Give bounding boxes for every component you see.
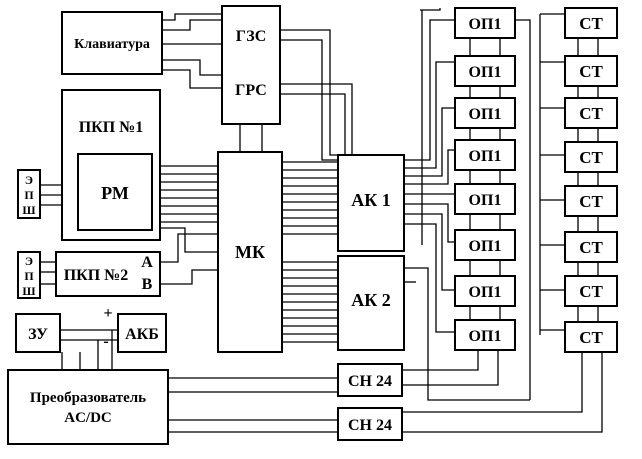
ep-bottom-letter-3: Ш [22, 284, 35, 298]
block-pkp2: ПКП №2 А В [55, 251, 161, 297]
block-gzs-grs: ГЗС ГРС [221, 5, 281, 125]
block-zu: ЗУ [15, 313, 61, 353]
sn24-bottom-label: СН 24 [348, 417, 392, 434]
block-ak1: АК 1 [337, 154, 405, 252]
st-box [564, 231, 618, 263]
converter-line-1: Преобразователь [30, 390, 146, 406]
akb-label: АКБ [125, 326, 159, 343]
block-akb: АКБ [117, 313, 167, 353]
ep-bottom-letter-1: Э [25, 254, 33, 268]
ak2-label: АК 2 [351, 290, 391, 310]
st-label: СТ [579, 14, 603, 33]
st-box [564, 275, 618, 307]
st-label: СТ [579, 148, 603, 167]
rm-label: РМ [101, 183, 129, 203]
gzs-label: ГЗС [236, 28, 267, 45]
st-label: СТ [579, 192, 603, 211]
pkp2-label: ПКП №2 [64, 267, 129, 284]
op-box [454, 183, 516, 215]
op-label: ОП1 [469, 148, 502, 165]
st-box [564, 7, 618, 39]
st-label: СТ [579, 104, 603, 123]
op-box [454, 55, 516, 87]
st-box [564, 321, 618, 353]
keyboard-label: Клавиатура [74, 37, 150, 52]
op-column: ОП1 ОП1 ОП1 ОП1 ОП1 ОП1 ОП1 ОП1 [454, 7, 516, 351]
op-box [454, 275, 516, 307]
sn24-top-label: СН 24 [348, 373, 392, 390]
op-label: ОП1 [469, 284, 502, 301]
st-box [564, 97, 618, 129]
st-box [564, 185, 618, 217]
grs-label: ГРС [235, 82, 267, 99]
ep-top-letter-1: Э [25, 173, 33, 187]
converter-line-2: AC/DC [64, 410, 112, 426]
st-column: СТ СТ СТ СТ СТ СТ СТ СТ [564, 7, 618, 353]
block-keyboard: Клавиатура [61, 11, 163, 75]
ep-top-letter-2: П [24, 188, 34, 202]
block-ep-bottom: Э П Ш [17, 251, 41, 299]
pkp2-b-label: В [142, 276, 153, 293]
op-label: ОП1 [469, 16, 502, 33]
st-label: СТ [579, 282, 603, 301]
block-ep-top: Э П Ш [17, 169, 41, 219]
plus-sign: + [103, 305, 112, 322]
block-sn24-bottom: СН 24 [337, 407, 403, 441]
st-label: СТ [579, 328, 603, 347]
block-sn24-top: СН 24 [337, 363, 403, 397]
op-box [454, 139, 516, 171]
block-mk: МК [217, 151, 283, 353]
mk-label: МК [235, 242, 265, 262]
pkp2-a-label: А [141, 254, 153, 271]
st-box [564, 55, 618, 87]
zu-label: ЗУ [28, 326, 48, 343]
minus-sign: - [103, 333, 108, 350]
block-converter: Преобразователь AC/DC [7, 369, 169, 445]
op-label: ОП1 [469, 64, 502, 81]
op-box [454, 97, 516, 129]
op-box [454, 7, 516, 39]
block-ak2: АК 2 [337, 255, 405, 351]
st-box [564, 141, 618, 173]
op-label: ОП1 [469, 238, 502, 255]
st-label: СТ [579, 238, 603, 257]
ep-top-letter-3: Ш [22, 203, 35, 217]
op-label: ОП1 [469, 106, 502, 123]
op-box [454, 229, 516, 261]
ak1-label: АК 1 [351, 190, 391, 210]
op-box [454, 319, 516, 351]
op-label: ОП1 [469, 192, 502, 209]
pkp1-label: ПКП №1 [79, 119, 144, 136]
op-label: ОП1 [469, 328, 502, 345]
st-label: СТ [579, 62, 603, 81]
block-rm: РМ [77, 153, 153, 231]
ep-bottom-letter-2: П [24, 269, 34, 283]
